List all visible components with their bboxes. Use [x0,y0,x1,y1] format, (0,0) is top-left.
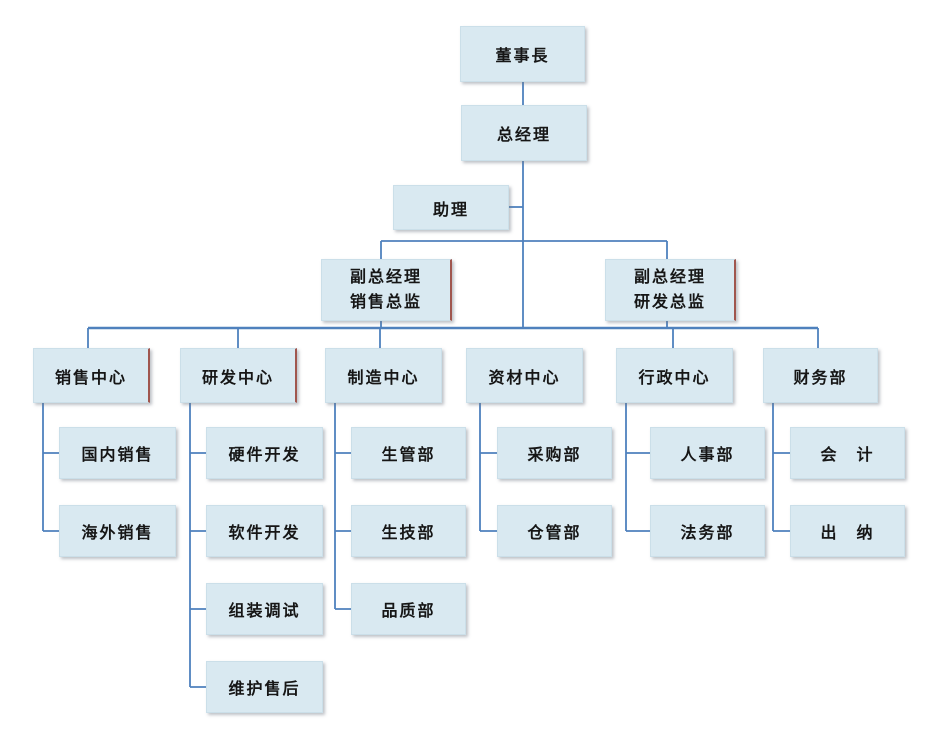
node-quality-dept: 品质部 [351,583,466,635]
node-domestic-sales: 国内销售 [59,427,176,479]
vp-rnd-title: 副总经理 [633,267,706,287]
department-connectors [42,403,790,688]
node-manufacturing-center: 制造中心 [325,348,442,403]
node-general-manager: 总经理 [461,105,587,161]
node-sales-center: 销售中心 [33,348,150,403]
node-chairman: 董事長 [460,26,585,82]
node-assembly-debug: 组装调试 [206,583,323,635]
node-hardware-dev: 硬件开发 [206,427,323,479]
center-bus-connectors [87,326,819,348]
node-rnd-center: 研发中心 [180,348,297,403]
node-production-mgmt-dept: 生管部 [351,427,466,479]
node-legal-dept: 法务部 [650,505,765,557]
node-finance-dept: 财务部 [763,348,878,403]
vp-sales-title: 副总经理 [349,267,422,287]
node-materials-center: 资材中心 [466,348,583,403]
node-production-tech-dept: 生技部 [351,505,466,557]
node-software-dev: 软件开发 [206,505,323,557]
node-vp-sales: 副总经理 销售总监 [321,259,452,321]
node-accounting: 会 计 [790,427,905,479]
vp-connectors [380,240,668,328]
node-purchasing-dept: 采购部 [497,427,612,479]
vp-sales-role: 销售总监 [349,292,422,311]
node-warehouse-dept: 仓管部 [497,505,612,557]
node-assistant: 助理 [393,185,509,230]
node-hr-dept: 人事部 [650,427,765,479]
node-vp-rnd: 副总经理 研发总监 [605,259,736,321]
node-overseas-sales: 海外销售 [59,505,176,557]
node-cashier: 出 纳 [790,505,905,557]
vp-rnd-role: 研发总监 [633,292,706,311]
node-maintenance-aftersales: 维护售后 [206,661,323,713]
node-admin-center: 行政中心 [616,348,733,403]
top-trunk-connectors [509,82,524,328]
